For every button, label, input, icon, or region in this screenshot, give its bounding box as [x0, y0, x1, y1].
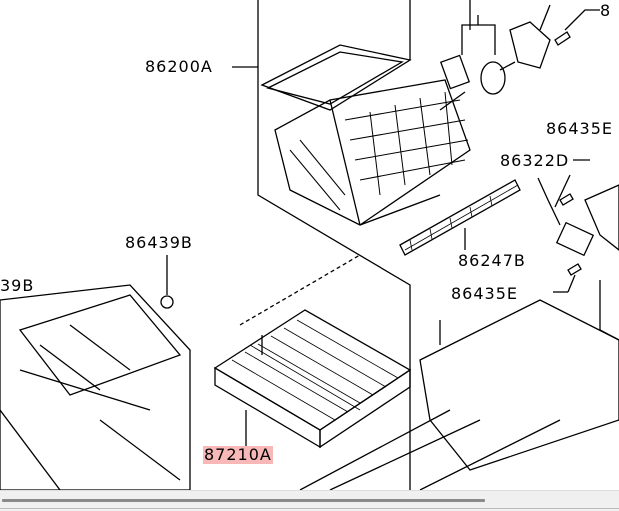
actuator-86322D [537, 159, 619, 293]
label-39B: 39B [0, 276, 35, 295]
cabin-filter-87210A [213, 254, 412, 449]
heater-bracket [299, 280, 619, 490]
filter-86247B [399, 179, 521, 256]
scrollbar-divider [0, 508, 619, 509]
horizontal-scrollbar[interactable] [0, 490, 619, 511]
scrollbar-thumb[interactable] [2, 499, 485, 502]
label-86247B: 86247B [458, 251, 526, 270]
label-86322D: 86322D [500, 151, 570, 170]
blower-case-part [260, 44, 471, 226]
actuator-parts [439, 4, 600, 111]
label-86439B: 86439B [125, 233, 193, 252]
label-87210A-highlighted[interactable]: 87210A [203, 445, 273, 464]
label-86435E-right: 86435E [546, 119, 614, 138]
label-86435E: 86435E [451, 284, 519, 303]
parts-diagram [0, 0, 619, 490]
hvac-unit-left [0, 284, 191, 490]
label-top-right-cut: 8 [600, 1, 612, 20]
clip-86439B [160, 255, 174, 309]
label-86200A: 86200A [145, 57, 213, 76]
